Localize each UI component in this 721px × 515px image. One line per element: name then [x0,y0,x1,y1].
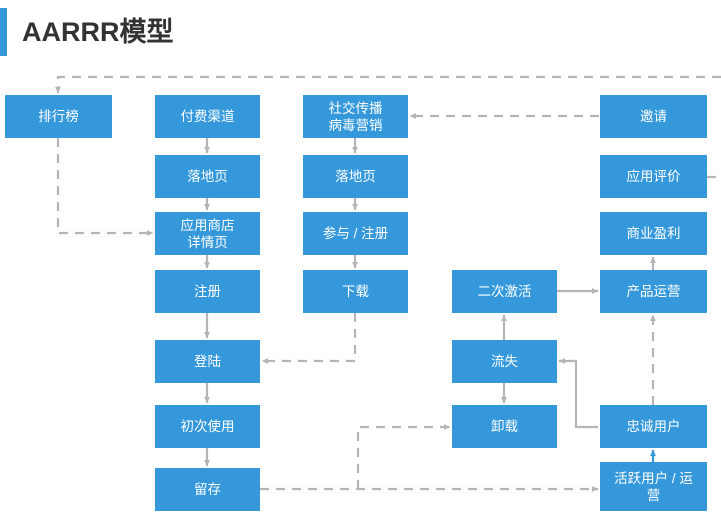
node-label: 产品运营 [626,284,681,299]
node-paid-channel[interactable]: 付费渠道 [155,95,260,138]
node-label: 二次激活 [477,284,532,299]
node-label: 初次使用 [180,419,235,434]
node-monetize[interactable]: 商业盈利 [600,212,707,255]
edge-loyaluser-to-churn [558,358,598,429]
page-title: AARRR模型 [22,17,174,47]
node-label: 参与 / 注册 [322,226,389,241]
node-label: 落地页 [187,169,228,184]
node-app-review[interactable]: 应用评价 [600,155,707,198]
node-label: 忠诚用户 [626,419,681,434]
node-label: 登陆 [194,354,221,369]
node-register[interactable]: 注册 [155,270,260,313]
node-label: 下载 [342,284,369,299]
node-label: 付费渠道 [180,109,235,124]
node-login[interactable]: 登陆 [155,340,260,383]
node-download[interactable]: 下载 [303,270,408,313]
edge-retention-to-uninstall [356,424,451,489]
node-label: 社交传播 病毒营销 [328,100,383,133]
node-label: 应用商店 详情页 [180,217,235,250]
node-active-user[interactable]: 活跃用户 / 运 营 [600,462,707,511]
node-social-viral[interactable]: 社交传播 病毒营销 [303,95,408,138]
node-label: 流失 [491,354,518,369]
node-loyal-user[interactable]: 忠诚用户 [600,405,707,448]
node-product-ops[interactable]: 产品运营 [600,270,707,313]
edge-ranking-to-store [56,138,154,236]
node-label: 留存 [194,482,221,497]
node-invite[interactable]: 邀请 [600,95,707,138]
node-landing-page-2[interactable]: 落地页 [303,155,408,198]
node-label: 卸载 [491,419,518,434]
node-store-detail[interactable]: 应用商店 详情页 [155,212,260,255]
node-label: 活跃用户 / 运 营 [614,470,693,503]
node-label: 商业盈利 [626,226,681,241]
node-first-use[interactable]: 初次使用 [155,405,260,448]
node-label: 邀请 [640,109,667,124]
node-label: 注册 [194,284,221,299]
node-churn[interactable]: 流失 [452,340,557,383]
node-label: 应用评价 [626,169,681,184]
edge-invite-to-ranking [55,75,721,94]
edge-download-to-login [261,313,357,364]
title-accent-bar [0,8,7,56]
node-ranking[interactable]: 排行榜 [5,95,112,138]
node-label: 排行榜 [38,109,79,124]
node-landing-page-1[interactable]: 落地页 [155,155,260,198]
node-label: 落地页 [335,169,376,184]
node-reactivate[interactable]: 二次激活 [452,270,557,313]
node-uninstall[interactable]: 卸载 [452,405,557,448]
node-join-register[interactable]: 参与 / 注册 [303,212,408,255]
node-retention[interactable]: 留存 [155,468,260,511]
